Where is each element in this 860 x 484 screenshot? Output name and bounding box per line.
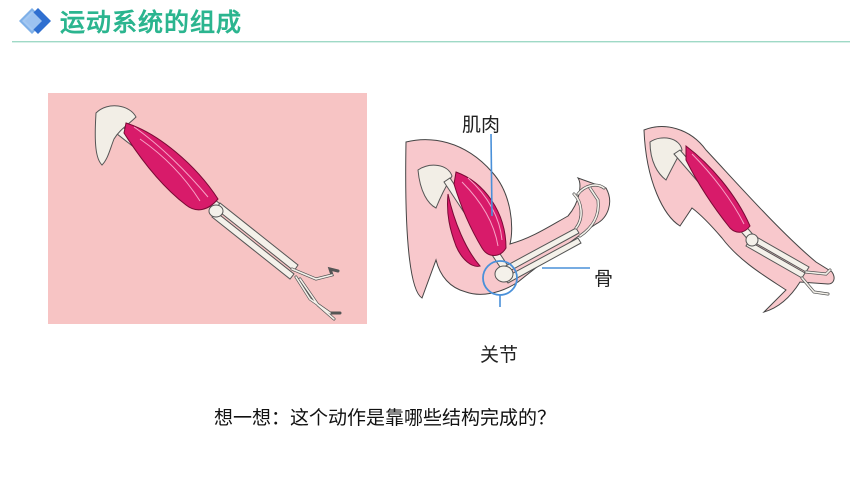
relaxed-arm-figure (640, 122, 840, 317)
flexed-arm-illustration (405, 133, 611, 307)
bone-label: 骨 (594, 268, 614, 290)
flexed-arm-figure (400, 132, 620, 307)
joint-label: 关节 (480, 344, 519, 366)
question-text: 想一想：这个动作是靠哪些结构完成的？ (214, 407, 557, 429)
diamond-icon (19, 8, 51, 34)
relaxed-arm-illustration (643, 126, 835, 314)
page-title: 运动系统的组成 (60, 8, 243, 37)
muscle-label: 肌肉 (462, 114, 501, 136)
extended-arm-illustration (94, 105, 342, 321)
header-divider (12, 41, 850, 43)
muscle-pointer-line (490, 133, 493, 217)
extended-arm-figure (48, 93, 367, 324)
